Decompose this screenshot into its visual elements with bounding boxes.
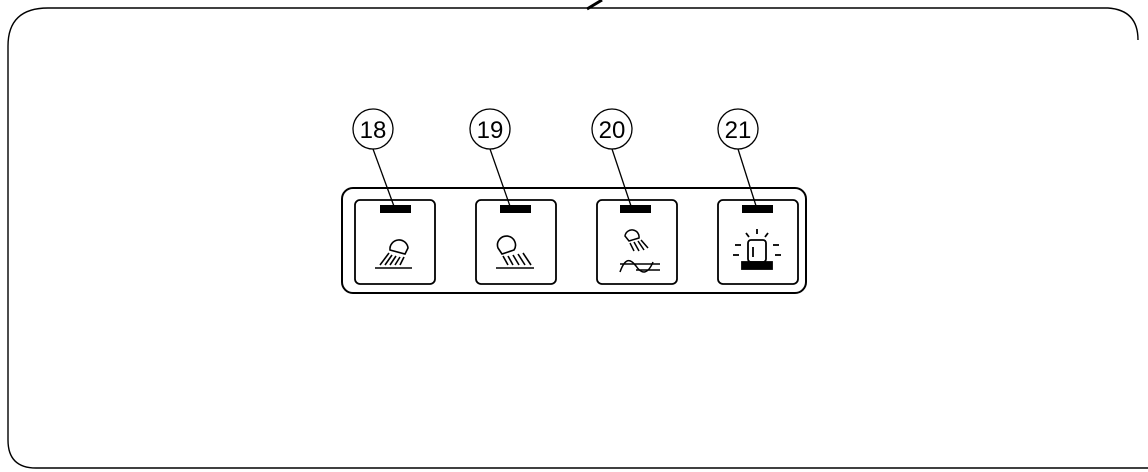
- callout-19: 19: [469, 108, 511, 150]
- frame-outline: [7, 7, 1148, 469]
- led-indicator: [742, 205, 773, 213]
- leader-line-18: [372, 148, 396, 210]
- svg-text:18: 18: [360, 117, 387, 144]
- led-indicator: [500, 205, 531, 213]
- callout-18: 18: [352, 108, 394, 150]
- svg-text:19: 19: [477, 117, 504, 144]
- button-20[interactable]: [596, 199, 678, 285]
- callout-20: 20: [591, 108, 633, 150]
- switch-panel: [341, 187, 807, 294]
- button-18[interactable]: [354, 199, 436, 285]
- leader-line-20: [611, 148, 633, 210]
- led-indicator: [380, 205, 411, 213]
- leader-line-21: [737, 148, 758, 210]
- button-19[interactable]: [475, 199, 557, 285]
- leader-line-19: [489, 148, 512, 210]
- rotating-beacon-icon: [733, 229, 781, 270]
- frame-mark: [586, 0, 603, 11]
- work-light-front-icon: [375, 239, 412, 269]
- led-indicator: [620, 205, 651, 213]
- implement-work-light-icon: [619, 229, 660, 273]
- work-light-rear-icon: [496, 235, 534, 269]
- svg-text:20: 20: [599, 117, 626, 144]
- button-21[interactable]: [717, 199, 799, 285]
- svg-text:21: 21: [725, 117, 752, 144]
- callout-21: 21: [717, 108, 759, 150]
